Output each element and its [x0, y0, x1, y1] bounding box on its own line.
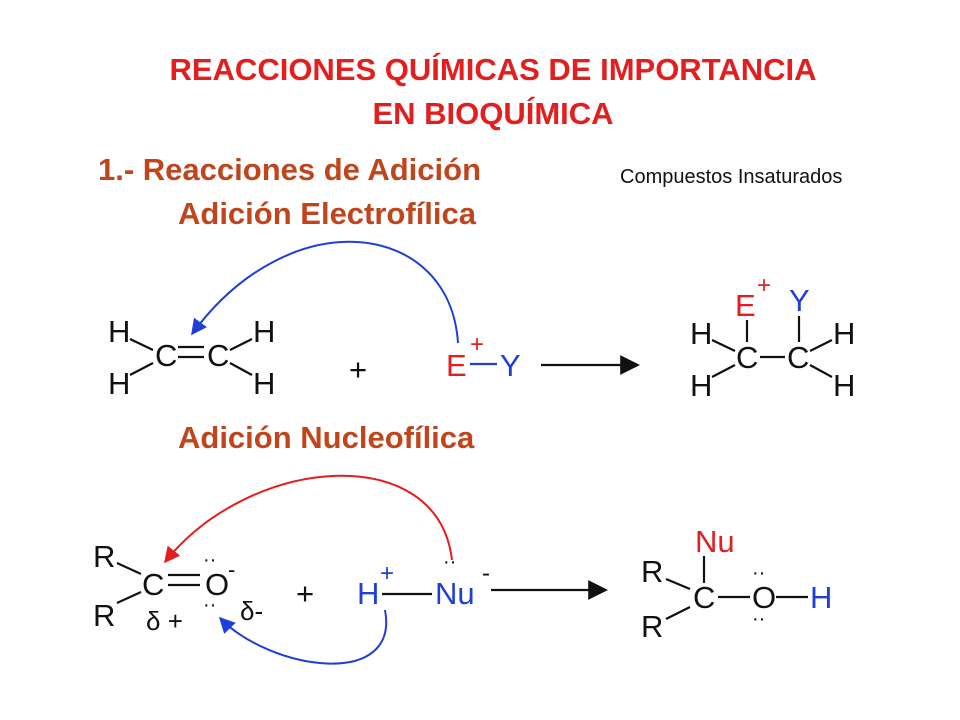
product-nu: Nu — [695, 524, 735, 559]
product-e-charge: + — [757, 272, 771, 299]
reaction1-plus: + — [349, 352, 367, 387]
electrophilic-heading: Adición Electrofílica — [178, 196, 477, 231]
reagent-y: Y — [500, 348, 521, 383]
alkene-bonds — [129, 338, 253, 376]
reagent-h-charge: + — [380, 560, 394, 587]
reagent-nu-charge: - — [482, 560, 490, 587]
carbonyl-o: O — [205, 567, 229, 602]
unsaturated-note: Compuestos Insaturados — [620, 166, 843, 188]
product-c-right: C — [787, 340, 809, 375]
electrophile-reagent: E + Y — [446, 331, 521, 383]
carbonyl-delta-plus: δ + — [146, 606, 183, 636]
nucleophilic-curved-arrow — [164, 474, 453, 564]
product-h: H — [810, 580, 832, 615]
reagent-nu: Nu — [435, 576, 475, 611]
carbonyl-o-charge: - — [228, 557, 235, 582]
alkene-c-right: C — [207, 338, 229, 373]
reagent-nu-lone-pair: ·· — [443, 551, 456, 573]
product-h-top-left: H — [690, 316, 712, 351]
product-c: C — [693, 580, 715, 615]
reagent-e: E — [446, 348, 467, 383]
product-o-lone-pair-top: ·· — [752, 562, 765, 584]
nucleophilic-heading: Adición Nucleofílica — [178, 420, 475, 455]
nucleophilic-product: Nu R R C O ·· ·· H — [641, 524, 832, 644]
product-h-bottom-left: H — [690, 368, 712, 403]
electrophilic-product-bonds — [711, 316, 833, 378]
nucleophile-reagent: H + Nu - ·· — [357, 551, 490, 611]
reagent-e-charge: + — [470, 331, 484, 358]
electrophilic-product: E + Y H H C C H H — [690, 272, 855, 403]
proton-curved-arrow — [218, 609, 388, 665]
product-e: E — [735, 288, 756, 323]
alkene-molecule: H H C C H H — [108, 314, 275, 401]
carbonyl-o-lone-pair-top: ·· — [203, 549, 216, 571]
reaction2-plus: + — [296, 576, 314, 611]
carbonyl-c: C — [142, 567, 164, 602]
electrophilic-curved-arrow — [191, 240, 459, 344]
product-c-left: C — [736, 340, 758, 375]
carbonyl-bonds — [116, 562, 200, 604]
product-o-lone-pair-bottom: ·· — [752, 608, 765, 630]
carbonyl-r-top: R — [93, 539, 115, 574]
title-line-2: EN BIOQUÍMICA — [372, 96, 614, 131]
product-r-top: R — [641, 554, 663, 589]
reagent-h: H — [357, 576, 379, 611]
product-o: O — [752, 580, 776, 615]
product-h-top-right: H — [833, 316, 855, 351]
carbonyl-delta-minus: δ- — [240, 596, 263, 626]
alkene-h-top-right: H — [253, 314, 275, 349]
product-r-bottom: R — [641, 609, 663, 644]
carbonyl-r-bottom: R — [93, 598, 115, 633]
product-y: Y — [789, 283, 810, 318]
nucleophilic-product-bonds — [665, 556, 808, 620]
product-h-bottom-right: H — [833, 368, 855, 403]
alkene-c-left: C — [155, 338, 177, 373]
section-heading: 1.- Reacciones de Adición — [98, 152, 482, 187]
alkene-h-bottom-right: H — [253, 366, 275, 401]
alkene-h-top-left: H — [108, 314, 130, 349]
carbonyl-o-lone-pair-bottom: ·· — [203, 594, 216, 616]
carbonyl-molecule: R R C O - ·· ·· δ + δ- — [93, 539, 263, 636]
title-line-1: REACCIONES QUÍMICAS DE IMPORTANCIA — [169, 52, 817, 87]
alkene-h-bottom-left: H — [108, 366, 130, 401]
